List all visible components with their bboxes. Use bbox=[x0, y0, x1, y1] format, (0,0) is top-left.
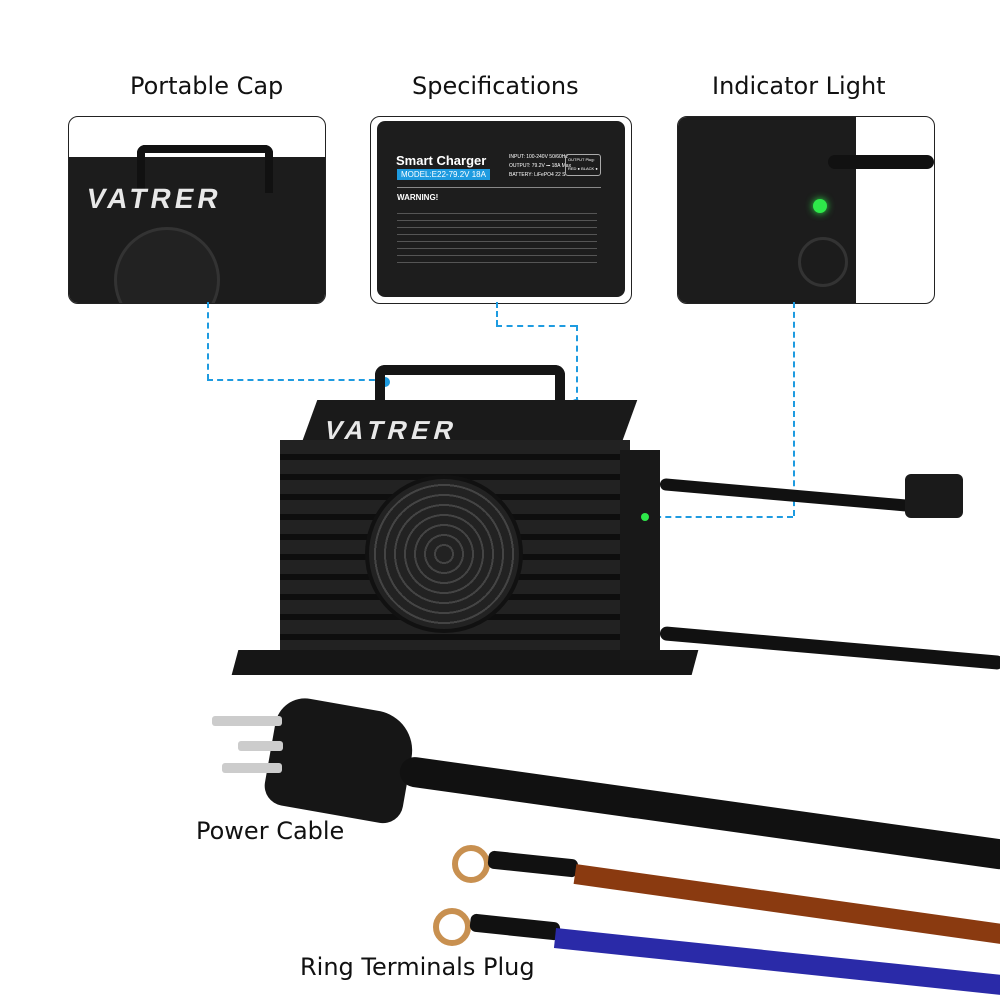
brand-logo: VATRER bbox=[84, 183, 225, 214]
led-indicator bbox=[813, 199, 827, 213]
label-specifications: Specifications bbox=[412, 72, 579, 100]
spec-output: OUTPUT: 79.2V ⎓ 18A Max bbox=[509, 163, 572, 169]
charger-body: VATRER bbox=[231, 365, 699, 685]
spec-warning: WARNING! bbox=[397, 193, 439, 202]
power-plug bbox=[261, 693, 419, 827]
output-connector bbox=[905, 474, 963, 518]
output-cable bbox=[659, 478, 920, 513]
label-portable-cap: Portable Cap bbox=[130, 72, 284, 100]
label-ring-terminals: Ring Terminals Plug bbox=[300, 953, 535, 981]
indicator-light-detail bbox=[677, 116, 935, 304]
spec-input: INPUT: 100-240V 50/60Hz bbox=[509, 154, 568, 160]
ring-terminal-red bbox=[452, 845, 490, 883]
portable-cap-detail: VATRER bbox=[68, 116, 326, 304]
spec-model: MODEL:E22-79.2V 18A bbox=[397, 169, 490, 180]
specifications-detail: Smart Charger MODEL:E22-79.2V 18A INPUT:… bbox=[370, 116, 632, 304]
label-indicator-light: Indicator Light bbox=[712, 72, 886, 100]
spec-battery: BATTERY: LiFePO4 22 S bbox=[509, 172, 566, 178]
blue-cable bbox=[553, 928, 1000, 997]
ring-terminal-black bbox=[433, 908, 471, 946]
spec-title: Smart Charger bbox=[396, 153, 487, 168]
brown-cable bbox=[573, 864, 1000, 946]
input-cable bbox=[659, 626, 1000, 671]
label-power-cable: Power Cable bbox=[196, 817, 345, 845]
spec-plug-colors: RED ● BLACK ● bbox=[568, 166, 598, 171]
spec-output-plug: OUTPUT Plug: bbox=[568, 157, 595, 162]
